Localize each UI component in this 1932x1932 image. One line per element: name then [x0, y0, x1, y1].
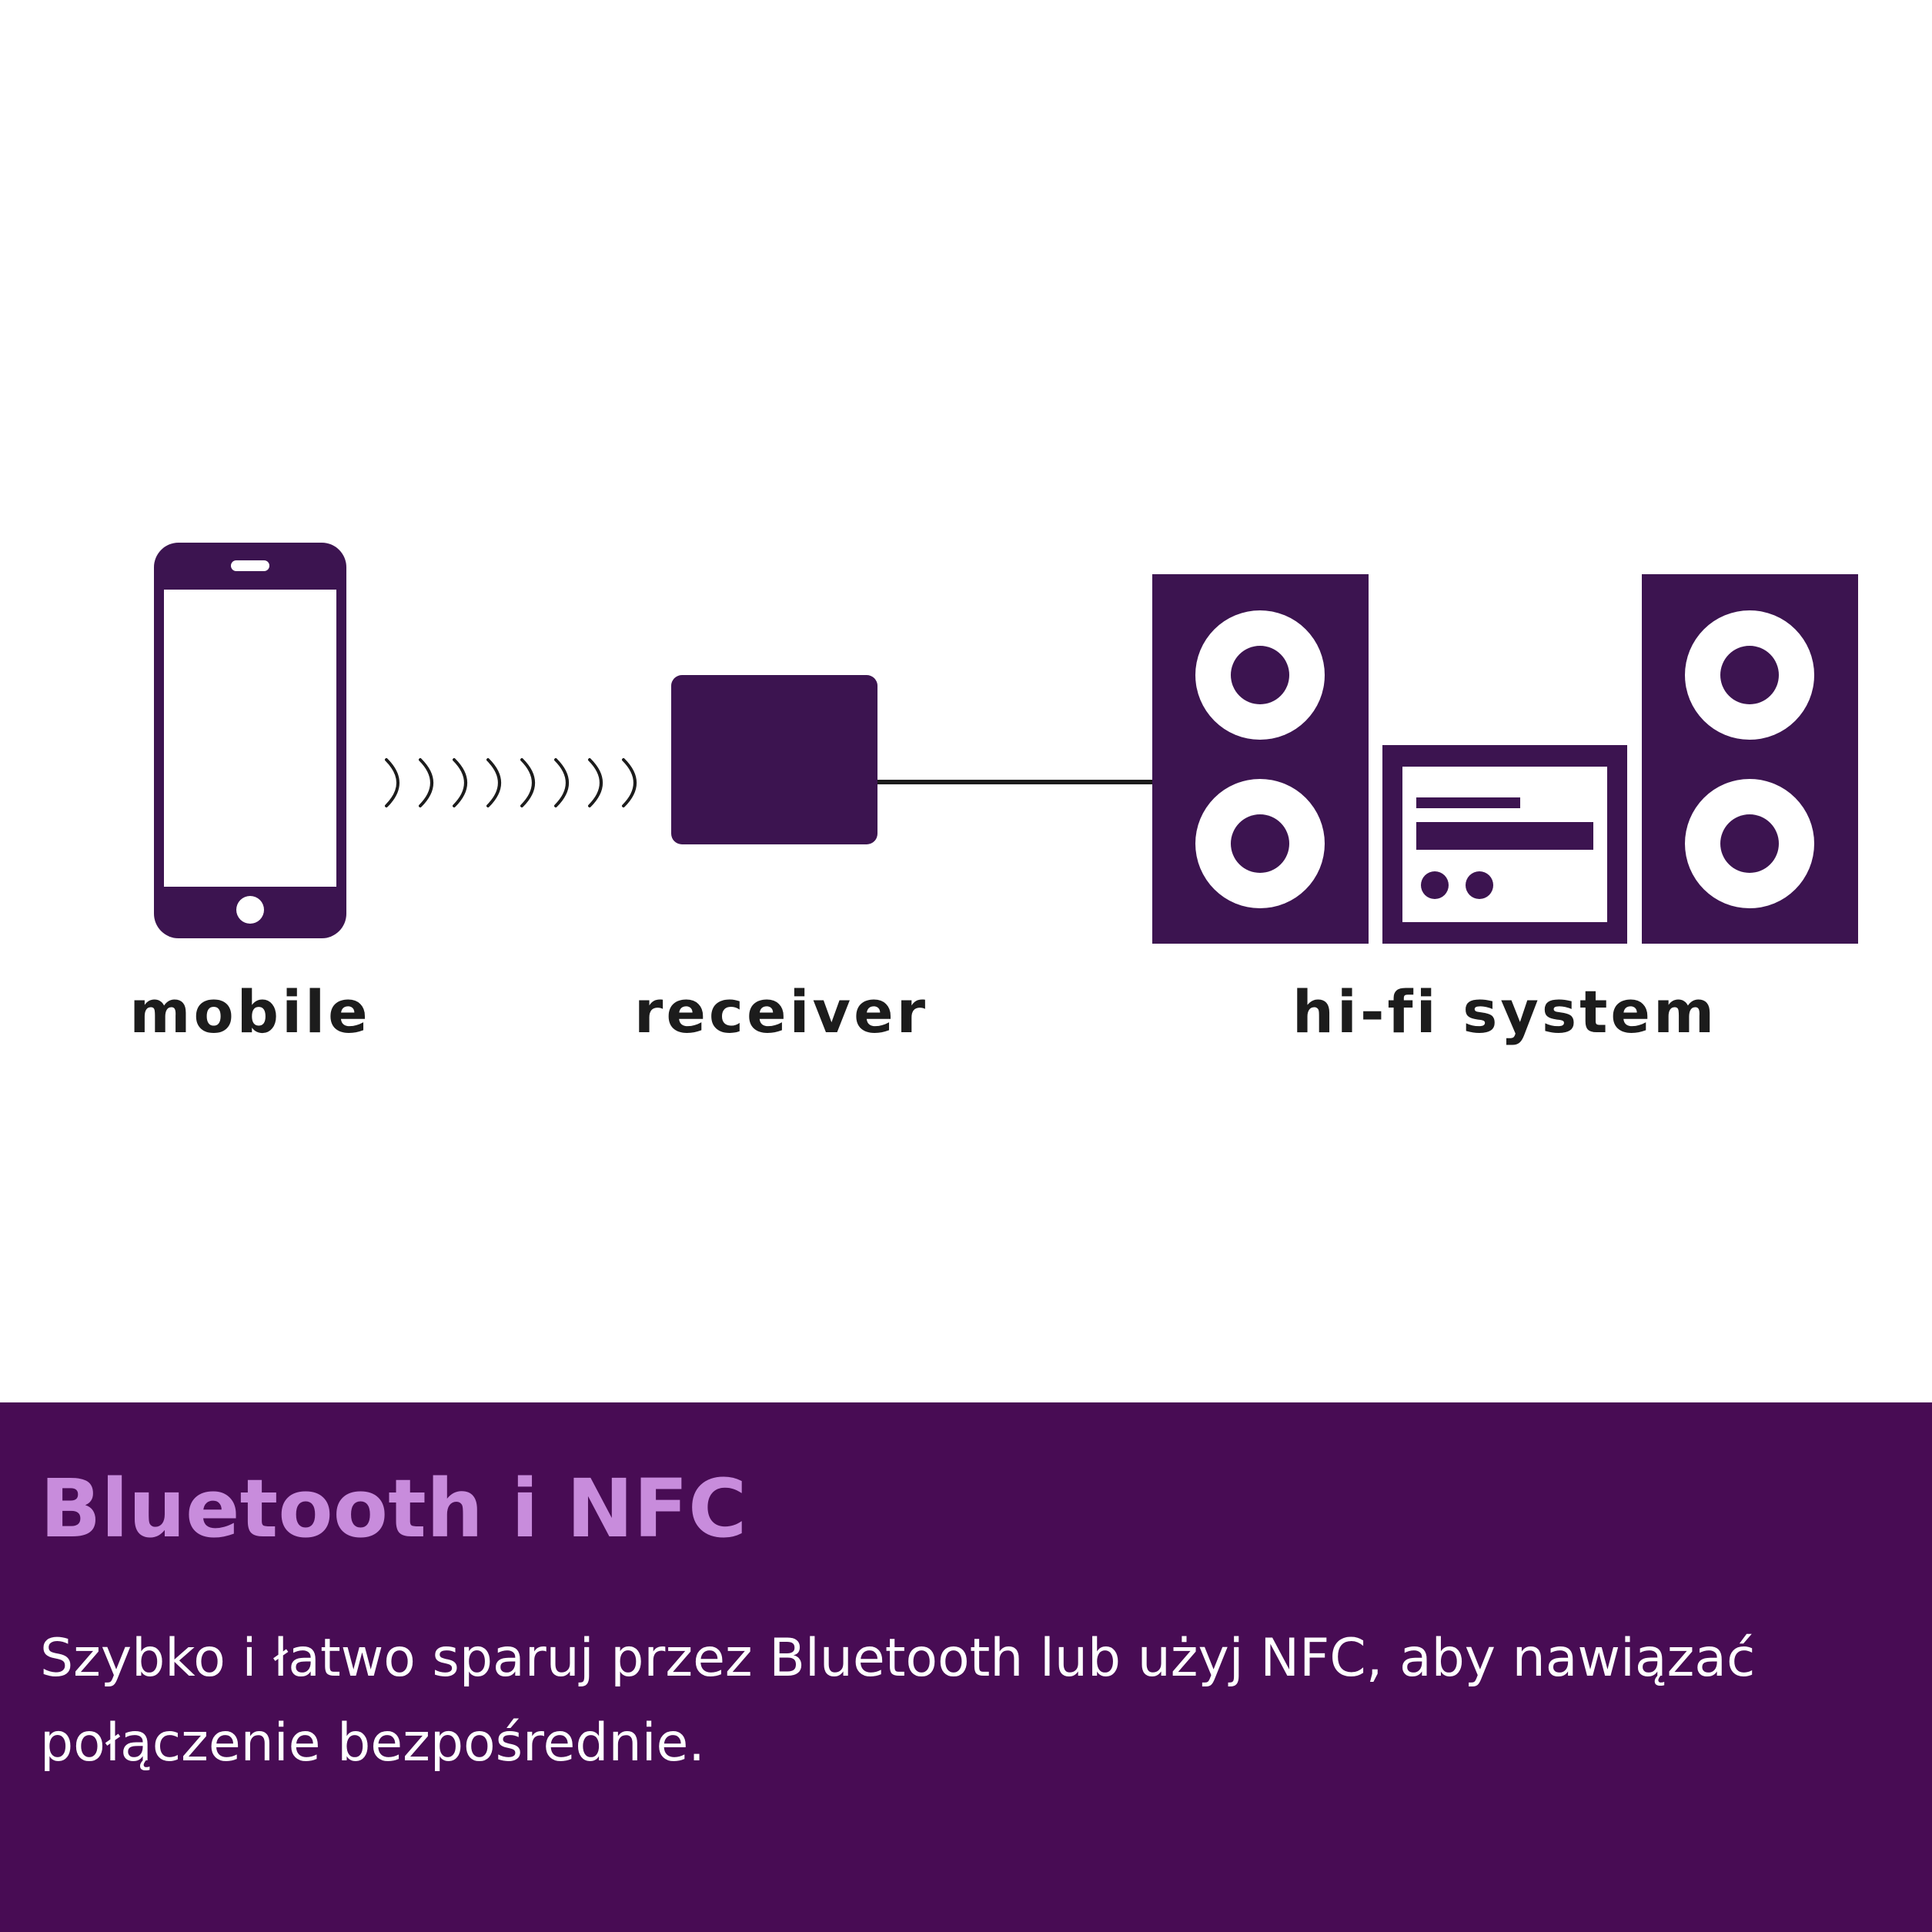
receiver-label: receiver — [633, 978, 929, 1046]
hifi-system-icon — [1152, 574, 1858, 944]
info-banner — [0, 1402, 1932, 1932]
signal-arc — [453, 758, 467, 807]
signal-arc — [419, 758, 433, 807]
signal-arc — [588, 758, 603, 807]
connection-diagram — [154, 543, 1858, 944]
left-speaker-icon — [1152, 574, 1369, 944]
banner-title: Bluetooth i NFC — [40, 1462, 747, 1556]
banner-description: Szybko i łatwo sparuj przez Bluetooth lu… — [40, 1628, 1756, 1773]
hifi-system-label: hi-fi system — [1292, 978, 1718, 1046]
mobile-label: mobile — [129, 978, 371, 1046]
receiver-box-icon — [671, 675, 877, 844]
signal-arc — [622, 758, 637, 807]
right-speaker-icon — [1642, 574, 1858, 944]
signal-arc — [486, 758, 501, 807]
signal-arc — [520, 758, 535, 807]
signal-arc — [385, 758, 399, 807]
stereo-unit-icon — [1382, 745, 1627, 944]
signal-waves-icon — [385, 758, 637, 807]
signal-arc — [554, 758, 569, 807]
smartphone-icon — [154, 543, 346, 938]
